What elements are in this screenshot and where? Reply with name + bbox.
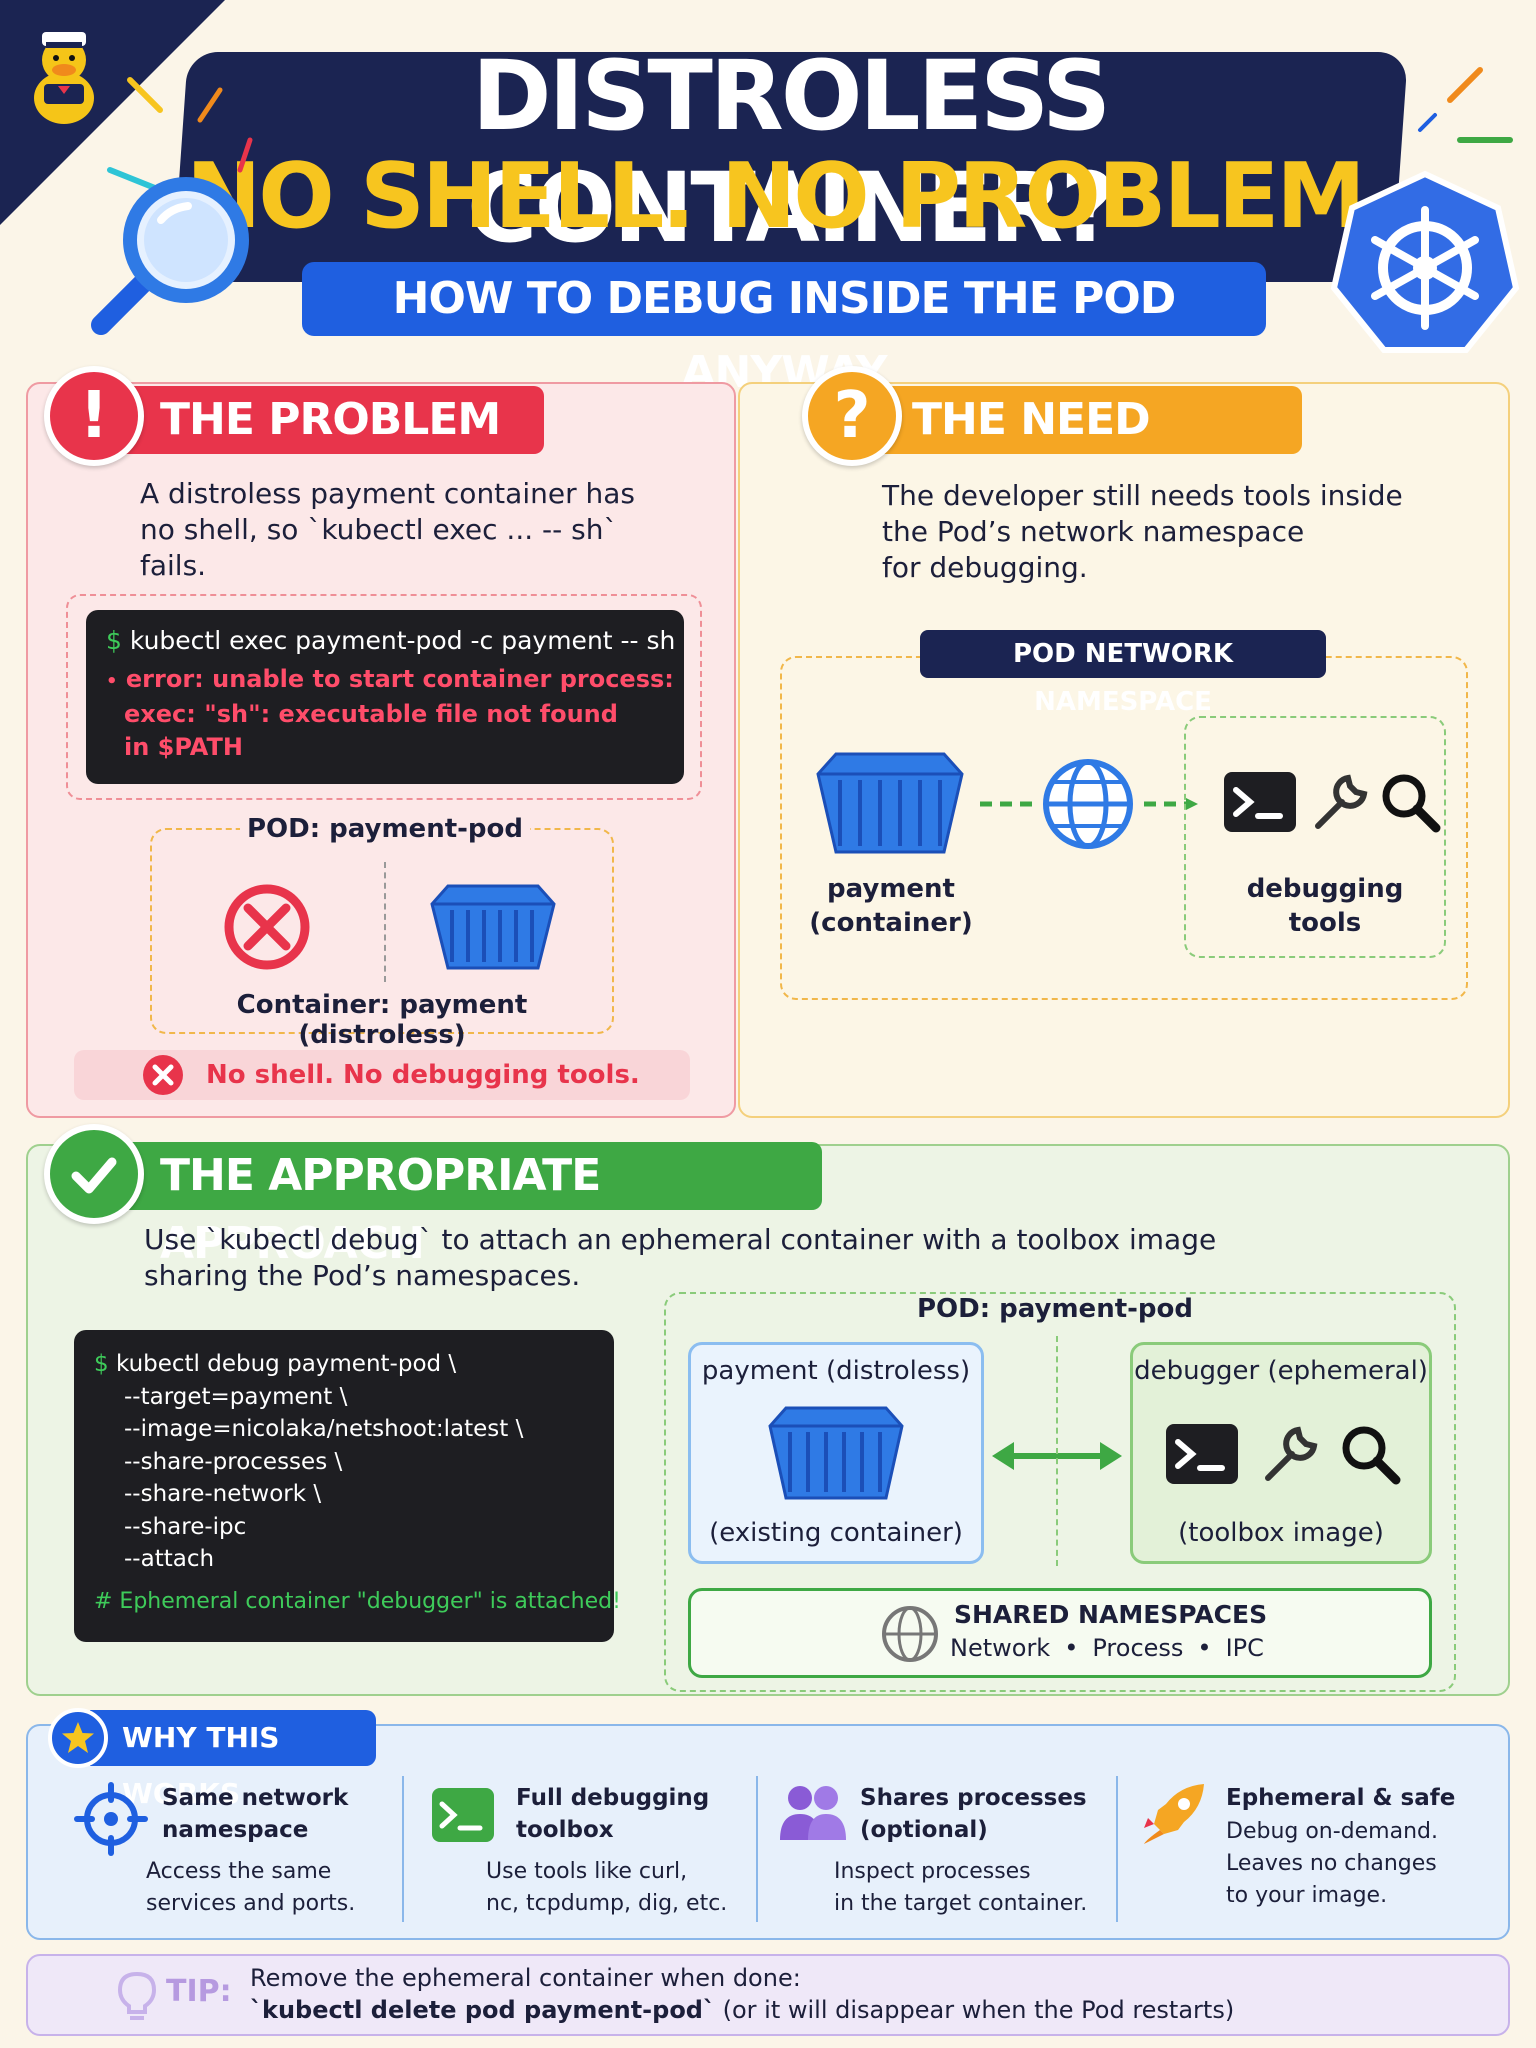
no-shell-icon (224, 884, 310, 970)
why-item-title: Shares processes (optional) (860, 1785, 1087, 1843)
terminal-prompt: $ (94, 1351, 109, 1377)
need-panel (738, 382, 1510, 1118)
debugger-box-title: debugger (ephemeral) (1134, 1356, 1428, 1386)
sparkles-right-icon (1418, 67, 1513, 143)
pod-divider (384, 862, 386, 982)
approach-heading: THE APPROPRIATE APPROACH (110, 1142, 822, 1269)
namespace-item: Network (950, 1634, 1051, 1662)
terminal-command: kubectl exec payment-pod -c payment -- s… (129, 626, 676, 655)
terminal-icon (1224, 772, 1296, 832)
search-icon (1342, 1426, 1401, 1485)
payment-box-caption: (existing container) (709, 1518, 963, 1548)
namespace-item: Process (1092, 1634, 1184, 1662)
why-heading: WHY THIS WORKS (90, 1710, 376, 1810)
namespace-item: IPC (1225, 1634, 1264, 1662)
terminal-line: --target=payment \ (124, 1383, 348, 1410)
debug-terminal: $ kubectl debug payment-pod \ --target=p… (74, 1330, 621, 1642)
why-item-text: Inspect processes in the target containe… (834, 1859, 1088, 1916)
why-item-text: Use tools like curl, nc, tcpdump, dig, e… (486, 1859, 728, 1916)
terminal-line: --share-ipc (124, 1513, 247, 1540)
tip-code: `kubectl delete pod payment-pod` (250, 1996, 715, 2024)
error-terminal: $ kubectl exec payment-pod -c payment --… (86, 610, 684, 784)
duck-mascot-icon (34, 32, 94, 124)
why-item-title: Full debugging toolbox (516, 1785, 710, 1843)
shared-namespaces-title: SHARED NAMESPACES (954, 1600, 1268, 1629)
terminal-error-line: in $PATH (124, 733, 243, 761)
payment-container-label: payment (container) (809, 874, 973, 938)
error-x-icon (143, 1055, 183, 1095)
search-icon (1382, 774, 1441, 833)
kubernetes-logo-icon (1330, 170, 1520, 353)
globe-icon (1043, 759, 1133, 849)
terminal-icon (1166, 1424, 1238, 1484)
terminal-line: --attach (124, 1546, 215, 1572)
exclamation-icon: ! (44, 366, 144, 466)
problem-description: A distroless payment container has no sh… (140, 477, 635, 582)
page-title-tagline: NO SHELL. NO PROBLEM. (185, 144, 1397, 249)
why-item-text: Debug on-demand. Leaves no changes to yo… (1226, 1819, 1438, 1908)
shared-namespaces-list: Network • Process • IPC (950, 1634, 1264, 1662)
why-item-title: Same network namespace (162, 1785, 349, 1843)
namespace-label: POD NETWORK NAMESPACE (920, 630, 1326, 717)
approach-divider (1056, 1336, 1058, 1566)
question-icon: ? (802, 366, 902, 466)
container-label: Container: payment (distroless) (236, 990, 528, 1050)
separator: • (1197, 1634, 1212, 1662)
wrench-icon (1265, 1426, 1318, 1481)
need-heading: THE NEED (862, 386, 1302, 454)
problem-heading: THE PROBLEM (110, 386, 544, 454)
why-item-title: Ephemeral & safe (1226, 1785, 1456, 1811)
sparkles-left-icon (107, 77, 253, 190)
magnifier-icon (91, 177, 249, 335)
approach-description: Use `kubectl debug` to attach an ephemer… (144, 1223, 1217, 1292)
terminal-error-line: error: unable to start container process… (125, 665, 674, 693)
tools-frame (1184, 716, 1446, 958)
page-title: DISTROLESS CONTAINER? (467, 40, 1116, 264)
pod-label: POD: payment-pod (240, 814, 530, 844)
terminal-line: --share-network \ (124, 1481, 322, 1507)
tip-panel (26, 1954, 1510, 2036)
error-bullet: • (106, 671, 118, 692)
container-icon (430, 884, 556, 970)
checkmark-icon (44, 1124, 144, 1224)
star-icon (48, 1708, 108, 1768)
why-item-text: Access the same services and ports. (146, 1859, 356, 1916)
approach-pod-frame (664, 1292, 1456, 1692)
debugger-box-caption: (toolbox image) (1178, 1518, 1384, 1548)
terminal-line: kubectl debug payment-pod \ (115, 1351, 457, 1377)
link-dash-left (980, 801, 1036, 807)
shared-namespaces-box (688, 1588, 1432, 1678)
tip-text: Remove the ephemeral container when done… (250, 1962, 1234, 2026)
crosshair-icon (74, 1782, 148, 1856)
payment-container-icon (768, 1406, 904, 1500)
separator: • (1064, 1634, 1079, 1662)
error-terminal-frame (66, 594, 702, 800)
need-description: The developer still needs tools inside t… (882, 479, 1403, 584)
terminal-comment: # Ephemeral container "debugger" is atta… (94, 1588, 621, 1614)
status-message: No shell. No debugging tools. (206, 1060, 640, 1090)
tip-line: (or it will disappear when the Pod resta… (715, 1996, 1235, 2024)
terminal-error-line: exec: "sh": executable file not found (124, 700, 618, 728)
globe-icon (882, 1606, 938, 1662)
page-subtitle: HOW TO DEBUG INSIDE THE POD ANYWAY (302, 262, 1266, 398)
terminal-line: --image=nicolaka/netshoot:latest \ (124, 1416, 524, 1442)
why-divider (756, 1776, 758, 1922)
approach-pod-label: POD: payment-pod (916, 1294, 1194, 1324)
tip-line: Remove the ephemeral container when done… (250, 1964, 801, 1992)
debugging-tools-label: debugging tools (1246, 874, 1404, 938)
payment-box-title: payment (distroless) (701, 1356, 971, 1386)
wrench-icon (1315, 774, 1368, 829)
rocket-icon (1144, 1784, 1204, 1844)
users-icon (780, 1786, 846, 1840)
link-dash-right (1144, 798, 1198, 810)
terminal-prompt: $ (106, 626, 122, 655)
tip-label: TIP: (166, 1974, 232, 2009)
lightbulb-icon (117, 1971, 157, 2020)
why-divider (402, 1776, 404, 1922)
terminal-icon (432, 1788, 494, 1842)
payment-container-icon (816, 752, 964, 854)
why-divider (1116, 1776, 1118, 1922)
terminal-line: --share-processes \ (124, 1448, 343, 1475)
